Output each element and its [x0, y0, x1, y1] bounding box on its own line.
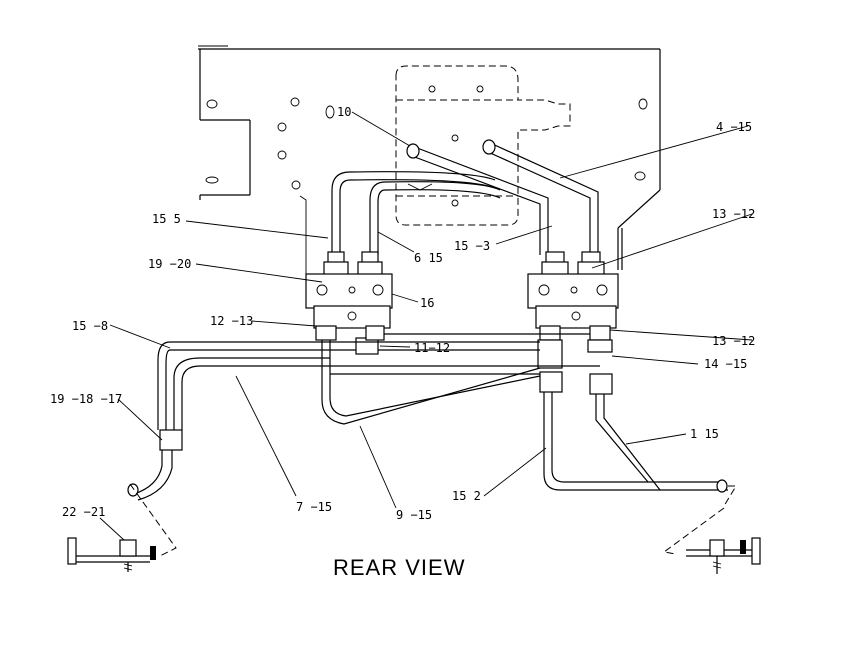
- callout-11-12: 11−12: [414, 341, 450, 355]
- callout-15-3: 15 −3: [454, 239, 490, 253]
- left-valve-block: [305, 251, 393, 355]
- callout-1-15: 1 15: [690, 427, 719, 441]
- view-title: REAR VIEW: [333, 555, 465, 580]
- leader-lines: [99, 111, 753, 541]
- callout-13-12-upper: 13 −12: [712, 207, 755, 221]
- callout-15-8: 15 −8: [72, 319, 108, 333]
- callout-labels: 10 4 −15 15 5 6 15 15 −3 13 −12 19 −20 1…: [50, 105, 755, 522]
- bottom-left-bracket: [67, 483, 177, 572]
- upper-tubes: [299, 139, 623, 285]
- callout-10: 10: [337, 105, 351, 119]
- lower-right-tubes: [543, 392, 737, 507]
- callout-9-15: 9 −15: [396, 508, 432, 522]
- callout-14-15: 14 −15: [704, 357, 747, 371]
- callout-15-5: 15 5: [152, 212, 181, 226]
- cross-tubes: [127, 333, 600, 501]
- callout-16: 16: [420, 296, 434, 310]
- callout-13-12-lower: 13 −12: [712, 334, 755, 348]
- callout-6-15: 6 15: [414, 251, 443, 265]
- callout-4-15: 4 −15: [716, 120, 752, 134]
- right-valve-block: [527, 251, 619, 395]
- callout-7-15: 7 −15: [296, 500, 332, 514]
- bottom-right-bracket: [662, 507, 761, 574]
- callout-19-20: 19 −20: [148, 257, 191, 271]
- callout-19-18-17: 19 −18 −17: [50, 392, 122, 406]
- pump-housing-outline: [395, 65, 571, 226]
- callout-12-13: 12 −13: [210, 314, 253, 328]
- mounting-plate: [198, 45, 661, 270]
- callout-22-21: 22 −21: [62, 505, 105, 519]
- callout-15-2: 15 2: [452, 489, 481, 503]
